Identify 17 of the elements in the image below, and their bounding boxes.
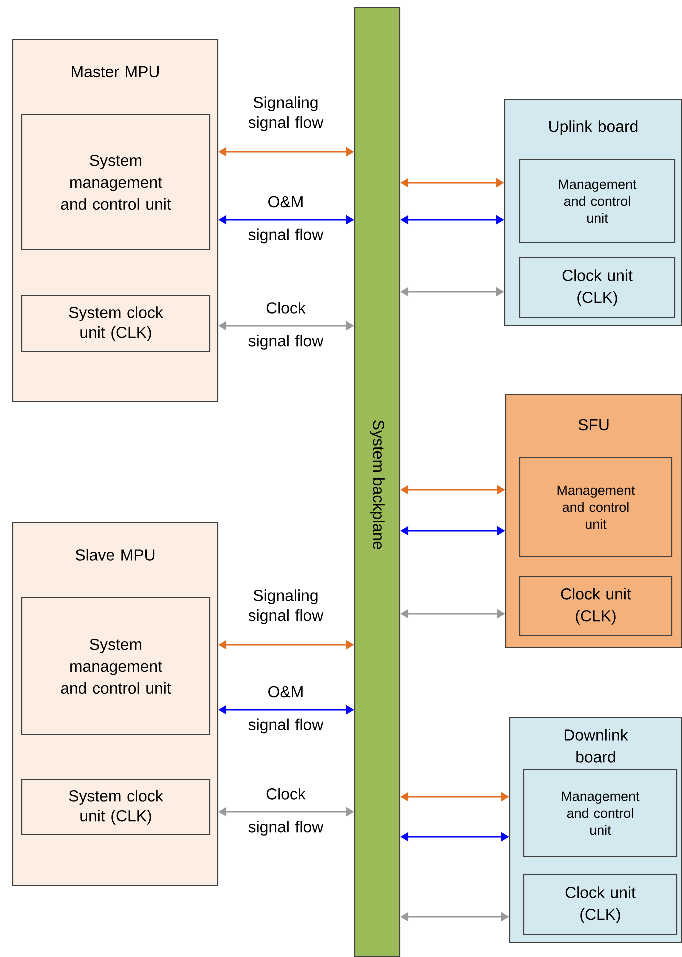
unit-box: System clock unit (CLK) (21, 295, 211, 353)
unit-box: Management and control unit (523, 769, 678, 858)
edge-label: Clock signal flow (248, 302, 324, 350)
unit-box: System management and control unit (21, 597, 211, 736)
backplane-bar: System backplane (354, 7, 401, 957)
edge-label: O&M signal flow (248, 686, 324, 734)
unit-box: System clock unit (CLK) (21, 779, 211, 836)
unit-box: System management and control unit (21, 114, 211, 251)
edge-label: Signaling signal flow (248, 590, 324, 624)
edge-label: Signaling signal flow (248, 96, 324, 132)
edge-label: Clock signal flow (248, 788, 324, 836)
edge-label: O&M signal flow (248, 196, 324, 244)
unit-box: Management and control unit (519, 457, 673, 558)
unit-box: Clock unit (CLK) (519, 257, 676, 319)
unit-box: Management and control unit (519, 159, 676, 244)
unit-box: Clock unit (CLK) (519, 576, 673, 637)
unit-box: Clock unit (CLK) (523, 874, 678, 936)
